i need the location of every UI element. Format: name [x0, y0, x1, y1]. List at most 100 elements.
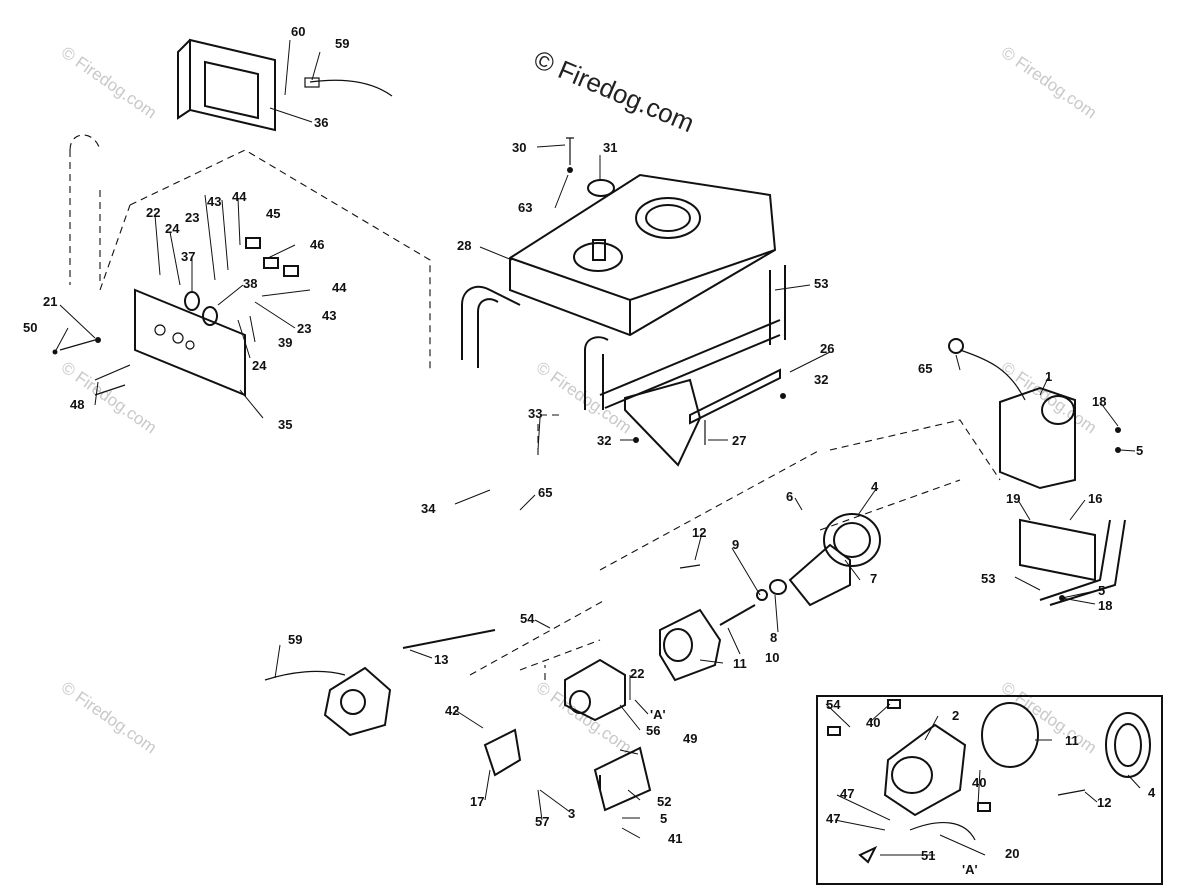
washer	[756, 589, 768, 601]
callout-label: 5	[1136, 443, 1143, 458]
watermark: © Firedog.com	[533, 358, 635, 438]
breaker	[283, 265, 299, 277]
callout-label: 9	[732, 537, 739, 552]
panel-hole	[154, 324, 166, 336]
callout-label: 12	[1097, 795, 1111, 810]
rail	[1039, 519, 1126, 606]
wire-connector	[304, 77, 320, 88]
callout-label: 10	[765, 650, 779, 665]
stator-ring-detail	[1105, 712, 1151, 778]
control-panel-group	[52, 38, 431, 397]
wire-detail	[909, 822, 976, 841]
callout-label: 18	[1092, 394, 1106, 409]
watermark: © Firedog.com	[58, 43, 160, 123]
tank-neck	[592, 239, 606, 261]
receptacle	[184, 291, 200, 311]
stator-ring	[823, 513, 881, 567]
stator	[659, 608, 722, 682]
callout-label: 17	[470, 794, 484, 809]
grommet	[887, 699, 901, 709]
callout-label: 5	[1098, 583, 1105, 598]
breaker	[263, 257, 279, 269]
callout-label: 54	[826, 697, 841, 712]
callout-label: 4	[1148, 785, 1156, 800]
callout-label: 7	[870, 571, 877, 586]
callout-label: 23	[185, 210, 199, 225]
callout-label: 44	[332, 280, 347, 295]
control-panel-plate	[134, 288, 246, 397]
callout-label: 28	[457, 238, 471, 253]
callout-label: 26	[820, 341, 834, 356]
callout-label: 45	[266, 206, 280, 221]
callout-label: 6	[786, 489, 793, 504]
stator-detail	[981, 702, 1039, 768]
callout-label: 65	[918, 361, 932, 376]
end-bell-detail-bore	[891, 756, 933, 794]
fuel-tank-group	[461, 137, 786, 467]
watermark: © Firedog.com	[998, 43, 1100, 123]
frame-outline	[69, 134, 101, 285]
fuel-cap	[587, 179, 615, 197]
callout-label: 54	[520, 611, 535, 626]
base-bracket	[624, 378, 702, 467]
watermark: © Firedog.com	[533, 678, 635, 758]
callout-label: 43	[322, 308, 336, 323]
callout-label: 36	[314, 115, 328, 130]
end-bell-bore	[569, 690, 591, 714]
mount-bracket	[1019, 518, 1096, 582]
wing-screw	[858, 845, 878, 864]
blower-housing	[323, 666, 392, 737]
callout-label: 38	[243, 276, 257, 291]
blower-bore	[340, 689, 366, 715]
grommet	[827, 726, 841, 736]
callout-label: 40	[866, 715, 880, 730]
tank-opening-inner	[645, 204, 691, 232]
frame-tube	[461, 285, 521, 368]
tank-neck-base	[573, 242, 623, 272]
callout-label: 12	[692, 525, 706, 540]
callout-label: 31	[603, 140, 617, 155]
callout-label: 20	[1005, 846, 1019, 861]
callout-label: 4	[871, 479, 879, 494]
alternator-group	[264, 449, 881, 812]
frame-tube	[769, 265, 786, 345]
outlet-wire	[309, 79, 393, 97]
engine-group	[819, 338, 1126, 606]
watermark-layer: © Firedog.com © Firedog.com © Firedog.co…	[58, 43, 1100, 758]
callout-label: 59	[288, 632, 302, 647]
nut	[780, 393, 786, 399]
support-bracket	[593, 746, 652, 812]
callout-label: 47	[840, 786, 854, 801]
callout-label: 50	[23, 320, 37, 335]
rotor	[788, 543, 851, 607]
callout-label: 3	[568, 806, 575, 821]
callout-label: 43	[207, 194, 221, 209]
callout-label: 16	[1088, 491, 1102, 506]
callout-label: 48	[70, 397, 84, 412]
harness-wire	[959, 349, 1026, 401]
pin	[679, 564, 701, 569]
callout-label: 21	[43, 294, 57, 309]
callout-label: 65	[538, 485, 552, 500]
nut	[567, 167, 573, 173]
callout-label: 19	[1006, 491, 1020, 506]
callout-label: 32	[814, 372, 828, 387]
breaker	[245, 237, 261, 249]
watermark-main: © Firedog.com	[530, 44, 699, 138]
pin-detail	[1057, 789, 1086, 796]
callout-label: 57	[535, 814, 549, 829]
callout-label: 32	[597, 433, 611, 448]
leader-lines	[54, 39, 1141, 856]
grommet	[977, 802, 991, 812]
panel-outline	[99, 149, 431, 370]
bolt	[566, 137, 574, 165]
callout-label: 22	[630, 666, 644, 681]
callout-label: 37	[181, 249, 195, 264]
callout-label: 47	[826, 811, 840, 826]
panel-hole	[172, 332, 184, 344]
callout-label: 39	[278, 335, 292, 350]
bolt	[1115, 447, 1121, 453]
receptacle	[202, 306, 218, 326]
callout-label: 60	[291, 24, 305, 39]
